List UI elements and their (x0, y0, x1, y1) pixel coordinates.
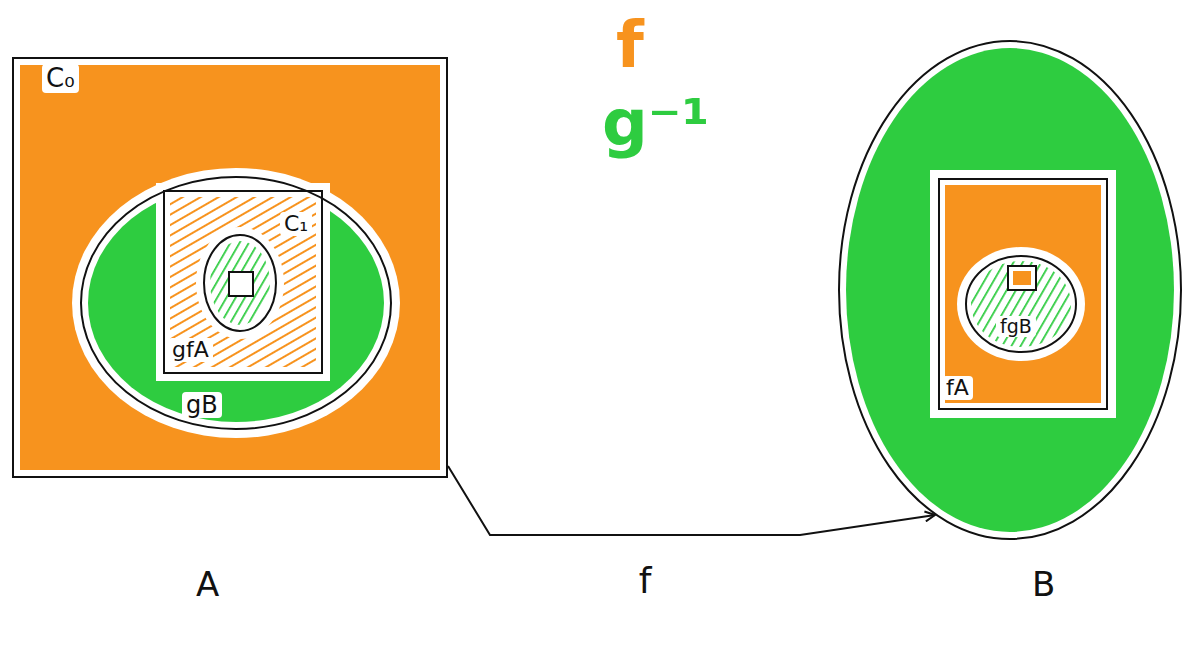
image-rectangle: fA fgB (938, 178, 1108, 410)
image-ellipse: gB C₁ gfA (80, 176, 392, 430)
orange-fill (20, 65, 440, 470)
orange-fill (1013, 271, 1031, 285)
set-label: B (1028, 566, 1059, 603)
image-label: fgB (996, 316, 1036, 337)
image-ellipse: fgB (965, 255, 1077, 353)
inner-square (229, 272, 253, 296)
map-arrow (448, 466, 935, 535)
white-gap (930, 170, 1116, 418)
set-ellipse: BfAfgB (838, 40, 1182, 540)
green-fill (88, 184, 384, 422)
orange-fill (945, 185, 1101, 403)
image-label: fA (942, 376, 973, 400)
ellipse-outline (80, 176, 392, 430)
rectangle-outline (12, 57, 448, 478)
ellipse-outline (965, 255, 1077, 353)
white-gap (156, 183, 330, 381)
region-label: C₀ (42, 64, 79, 93)
white-gap (196, 227, 284, 339)
set-square: C₀AgBC₁gfA (12, 57, 448, 478)
image-label: gB (182, 392, 222, 418)
region-label: C₁ (280, 212, 312, 236)
green-fill (846, 48, 1174, 532)
set-label: A (192, 566, 223, 603)
inner-square (1008, 266, 1036, 290)
inverse-map-name: g⁻¹ (598, 88, 714, 158)
ellipse-outline (838, 40, 1182, 540)
inner-ellipse (204, 235, 276, 331)
white-gap (957, 247, 1085, 361)
white-gap (72, 168, 400, 438)
image-label: gfA (168, 338, 213, 362)
green-hatch (210, 241, 270, 325)
image-rectangle: C₁ gfA (163, 190, 323, 374)
map-name: f (612, 10, 648, 80)
arrow-label: f (635, 561, 656, 601)
green-hatch (971, 261, 1071, 347)
